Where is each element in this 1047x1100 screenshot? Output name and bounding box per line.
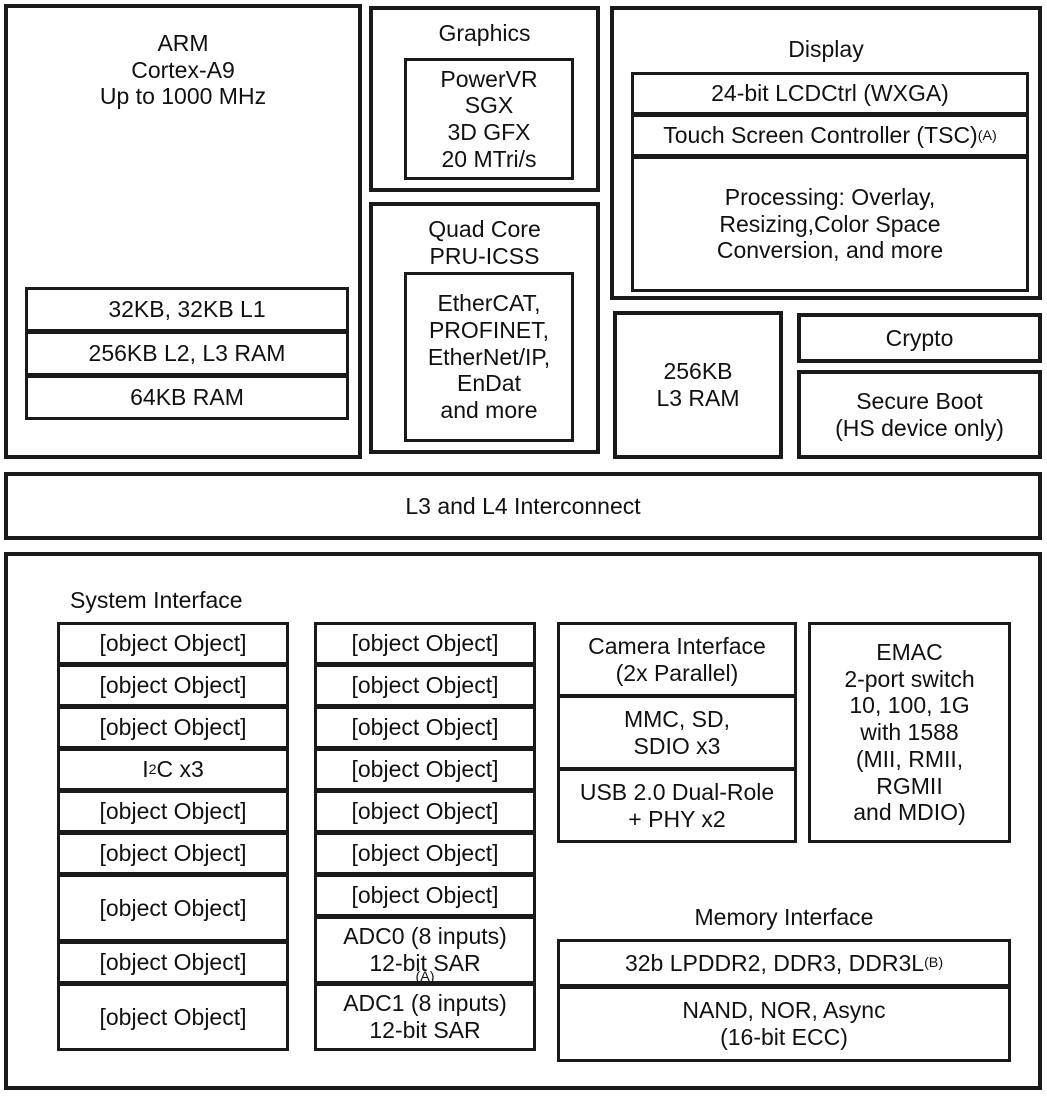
arm-header: ARM Cortex-A9 Up to 1000 MHz [99, 30, 267, 110]
si-jtag-etb: [object Object] [314, 874, 536, 917]
display-processing: Processing: Overlay, Resizing,Color Spac… [631, 156, 1029, 292]
pru-icss-block: Quad Core PRU-ICSS EtherCAT, PROFINET, E… [369, 202, 600, 454]
si-adc0: ADC0 (8 inputs) 12-bit SAR(A) [314, 916, 536, 984]
si-mmc-sd: MMC, SD, SDIO x3 [557, 695, 797, 770]
display-title: Display [788, 36, 864, 62]
crypto-block: Crypto [797, 313, 1042, 363]
display-lcdctrl-label: 24-bit LCDCtrl (WXGA) [711, 80, 949, 107]
si-adc1: ADC1 (8 inputs) 12-bit SAR [314, 983, 536, 1051]
si-ehrpwm: [object Object] [314, 790, 536, 833]
mi-ddr: 32b LPDDR2, DDR3, DDR3L(B) [557, 939, 1011, 987]
memory-interface-title: Memory Interface [694, 904, 874, 930]
arm-memory-l2: 256KB L2, L3 RAM [25, 331, 349, 376]
display-tsc: Touch Screen Controller (TSC)(A) [631, 114, 1029, 157]
si-edma: [object Object] [314, 622, 536, 665]
arm-memory-l1: 32KB, 32KB L1 [25, 287, 349, 332]
mi-nand-nor: NAND, NOR, Async (16-bit ECC) [557, 986, 1011, 1062]
si-power-seq: [object Object] [57, 983, 289, 1051]
secure-boot-block: Secure Boot (HS device only) [797, 370, 1042, 459]
pru-icss-body: EtherCAT, PROFINET, EtherNet/IP, EnDat a… [404, 272, 574, 442]
display-processing-label: Processing: Overlay, Resizing,Color Spac… [716, 183, 944, 264]
si-adc0-label: ADC0 (8 inputs) 12-bit SAR [343, 923, 507, 976]
display-tsc-label: Touch Screen Controller (TSC) [663, 122, 978, 149]
system-interface-title: System Interface [70, 587, 243, 613]
display-lcdctrl: 24-bit LCDCtrl (WXGA) [631, 72, 1029, 115]
si-i2c-label-rest: C x3 [156, 756, 204, 783]
display-block: Display 24-bit LCDCtrl (WXGA) Touch Scre… [610, 6, 1042, 300]
si-i2c-label-i: I [142, 756, 149, 783]
si-usb: USB 2.0 Dual-Role + PHY x2 [557, 768, 797, 843]
graphics-body: PowerVR SGX 3D GFX 20 MTri/s [404, 58, 574, 180]
si-eqep-ecap: [object Object] [314, 832, 536, 875]
si-spi: [object Object] [57, 664, 289, 707]
si-emac: EMAC 2-port switch 10, 100, 1G with 1588… [808, 622, 1011, 843]
graphics-title: Graphics [438, 20, 531, 46]
arm-memory-ram: 64KB RAM [25, 375, 349, 420]
interconnect-bar: L3 and L4 Interconnect [4, 472, 1042, 540]
si-gpio: [object Object] [57, 941, 289, 984]
si-wdt: [object Object] [314, 706, 536, 749]
si-rtc: [object Object] [314, 748, 536, 791]
si-camera-interface: Camera Interface (2x Parallel) [557, 622, 797, 697]
arm-block: ARM Cortex-A9 Up to 1000 MHz 32KB, 32KB … [4, 4, 362, 459]
si-uart: [object Object] [57, 622, 289, 665]
graphics-block: Graphics PowerVR SGX 3D GFX 20 MTri/s [369, 6, 600, 192]
l3-ram-block: 256KB L3 RAM [613, 311, 783, 459]
si-timers: [object Object] [314, 664, 536, 707]
system-interface-block: System Interface [object Object] [object… [4, 552, 1042, 1090]
si-mcasp: [object Object] [57, 874, 289, 942]
si-qspi: [object Object] [57, 706, 289, 749]
si-hdq: [object Object] [57, 832, 289, 875]
si-can: [object Object] [57, 790, 289, 833]
mi-ddr-label: 32b LPDDR2, DDR3, DDR3L [624, 949, 925, 976]
pru-icss-title: Quad Core PRU-ICSS [428, 216, 541, 269]
